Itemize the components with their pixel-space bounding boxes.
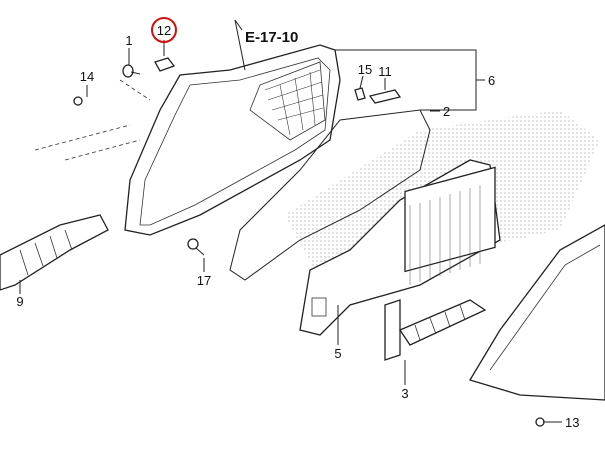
air-cleaner-case	[124, 44, 341, 236]
callout-5[interactable]: 5	[334, 346, 341, 361]
callout-15[interactable]: 15	[358, 62, 372, 77]
reference-label[interactable]: E-17-10	[245, 29, 298, 46]
gasket	[229, 109, 431, 281]
intake-tube	[384, 299, 487, 361]
small-parts	[122, 57, 553, 427]
callout-14[interactable]: 14	[80, 69, 94, 84]
breather-hose	[0, 40, 83, 106]
leader-lines	[19, 19, 562, 423]
highlight-ring	[151, 17, 177, 43]
inlet-duct	[0, 214, 109, 291]
callout-9[interactable]: 9	[16, 294, 23, 309]
air-filter-element	[299, 159, 501, 336]
callout-17[interactable]: 17	[197, 273, 211, 288]
callout-12[interactable]: 12	[157, 23, 171, 38]
callout-2[interactable]: 2	[443, 104, 450, 119]
callout-1[interactable]: 1	[125, 33, 132, 48]
callout-3[interactable]: 3	[401, 386, 408, 401]
callout-6[interactable]: 6	[488, 73, 495, 88]
air-cleaner-housing	[469, 224, 605, 401]
callout-13[interactable]: 13	[565, 415, 579, 430]
callout-11[interactable]: 11	[378, 64, 392, 79]
